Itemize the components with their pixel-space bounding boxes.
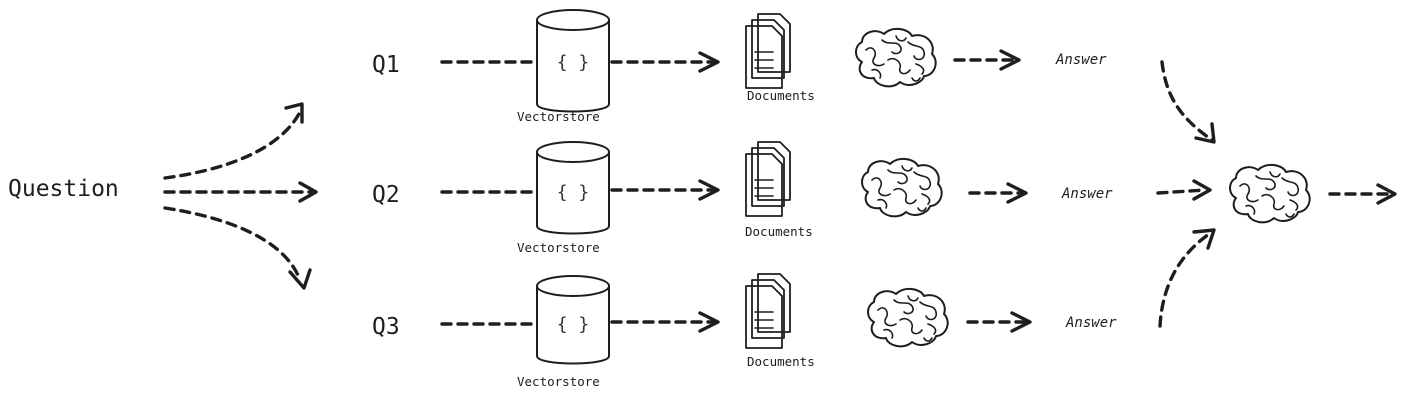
documents-label: Documents — [747, 354, 815, 369]
brain-icon — [867, 287, 949, 348]
merge-arrows — [1156, 60, 1216, 328]
answer-label: Answer — [1065, 315, 1117, 331]
brain-icon — [861, 157, 943, 218]
output-arrow — [1328, 183, 1397, 205]
query-label: Q2 — [372, 182, 400, 208]
documents-label: Documents — [745, 224, 813, 239]
row-1: Q1 { } Vectorstore Documents Answer — [372, 9, 1107, 124]
query-label: Q1 — [372, 52, 400, 78]
database-icon: { } — [536, 9, 610, 113]
query-label: Q3 — [372, 314, 400, 340]
vectorstore-label: Vectorstore — [517, 374, 600, 389]
answer-label: Answer — [1055, 52, 1107, 68]
final-brain-icon — [1229, 163, 1311, 224]
answer-label: Answer — [1061, 186, 1113, 202]
vectorstore-label: Vectorstore — [517, 109, 600, 124]
documents-icon — [745, 13, 791, 89]
svg-text:{ }: { } — [557, 182, 590, 203]
database-icon: { } — [536, 275, 610, 365]
documents-icon — [745, 273, 791, 349]
row-3: Q3 { } Vectorstore Documents Answer — [372, 273, 1117, 389]
vectorstore-label: Vectorstore — [517, 240, 600, 255]
fan-out-arrows — [163, 102, 318, 290]
row-2: Q2 { } Vectorstore Documents Answer — [372, 141, 1113, 255]
database-icon: { } — [536, 141, 610, 235]
svg-text:{ }: { } — [557, 314, 590, 335]
documents-icon — [745, 141, 791, 217]
brain-icon — [855, 27, 937, 88]
svg-text:{ }: { } — [557, 52, 590, 73]
documents-label: Documents — [747, 88, 815, 103]
question-label: Question — [8, 176, 119, 202]
